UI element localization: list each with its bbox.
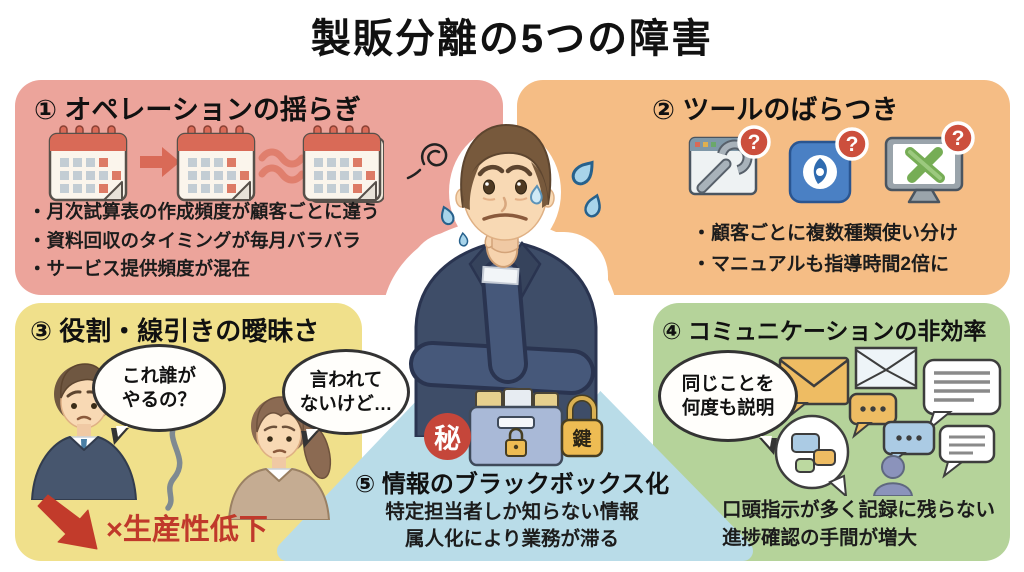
note-bubble-icon <box>938 424 996 479</box>
envelope-open-icon <box>854 346 918 390</box>
app-tile-icon <box>788 140 852 204</box>
worried-businessman-illustration <box>406 124 608 437</box>
communication-icons-cluster <box>774 346 1002 496</box>
obstacle1-bullets: ・月次試算表の作成頻度が顧客ごとに違う ・資料回収のタイミングが毎月バラバラ ・… <box>28 198 380 284</box>
obstacle5-notes: 特定担当者しか知らない情報 属人化により業務が滞る <box>262 499 762 554</box>
padlock-icon: 鍵 <box>560 394 604 458</box>
bullet-item: ・顧客ごとに複数種類使い分け <box>692 223 959 244</box>
arrow-right-icon <box>140 147 180 177</box>
person-icon <box>872 455 914 496</box>
svg-text:?: ? <box>846 133 859 156</box>
page-title: 製販分離の5つの障害 <box>310 17 714 61</box>
speech-bubble-not-told: 言われて ないけど… <box>282 349 410 448</box>
obstacle4-notes: 口頭指示が多く記録に残らない 進捗確認の手間が増大 <box>722 497 995 552</box>
svg-text:?: ? <box>952 127 965 150</box>
monitor-icon <box>884 136 964 204</box>
bullet-item: ・サービス提供頻度が混在 <box>28 258 251 280</box>
bullet-item: ・資料回収のタイミングが毎月バラバラ <box>28 229 361 251</box>
obstacle4-title: ④ コミュニケーションの非効率 <box>662 318 987 344</box>
chat-bubble-dots-icon <box>848 392 898 439</box>
question-badge: ? ? ? <box>737 121 975 161</box>
key-label: 鍵 <box>572 427 591 450</box>
bullet-item: ・マニュアルも指導時間2倍に <box>692 253 949 275</box>
document-bubble-icon <box>922 358 1002 433</box>
obstacle2-title: ② ツールのばらつき <box>652 95 899 125</box>
obstacle3-title: ③ 役割・線引きの曖昧さ <box>30 316 320 346</box>
approx-equals-icon <box>258 148 306 184</box>
down-right-arrow-icon <box>37 494 98 550</box>
note-line: 進捗確認の手間が増大 <box>722 526 918 549</box>
obstacle1-title: ① オペレーションの揺らぎ <box>34 95 361 125</box>
warning-text: ×生産性低下 <box>106 514 268 546</box>
speech-bubble-repeat-explanation: 同じことを 何度も説明 <box>658 350 798 455</box>
productivity-warning: ×生産性低下 <box>34 492 268 552</box>
sweat-drops-icon <box>440 160 601 247</box>
scribble-icon <box>406 143 448 180</box>
chat-bubble-dots-icon <box>882 420 936 469</box>
bullet-item: ・月次試算表の作成頻度が顧客ごとに違う <box>28 201 380 222</box>
obstacle5-title: ⑤ 情報のブラックボックス化 <box>354 471 670 498</box>
locked-cabinet-icon: 鍵 <box>468 388 604 467</box>
tool-icons-row: ? ? ? <box>688 121 975 204</box>
note-line: 口頭指示が多く記録に残らない <box>722 499 996 521</box>
calendar-icons-row <box>48 124 384 203</box>
group-chat-bubble-icon <box>774 414 850 496</box>
svg-text:?: ? <box>748 131 761 154</box>
speech-bubble-who-does-this: これ誰が やるの？ <box>92 344 226 445</box>
secret-badge: 秘 <box>424 413 471 460</box>
note-line: 特定担当者しか知らない情報 <box>385 501 639 523</box>
note-line: 属人化により業務が滞る <box>404 528 620 551</box>
obstacle2-bullets: ・顧客ごとに複数種類使い分け ・マニュアルも指導時間2倍に <box>692 219 958 281</box>
